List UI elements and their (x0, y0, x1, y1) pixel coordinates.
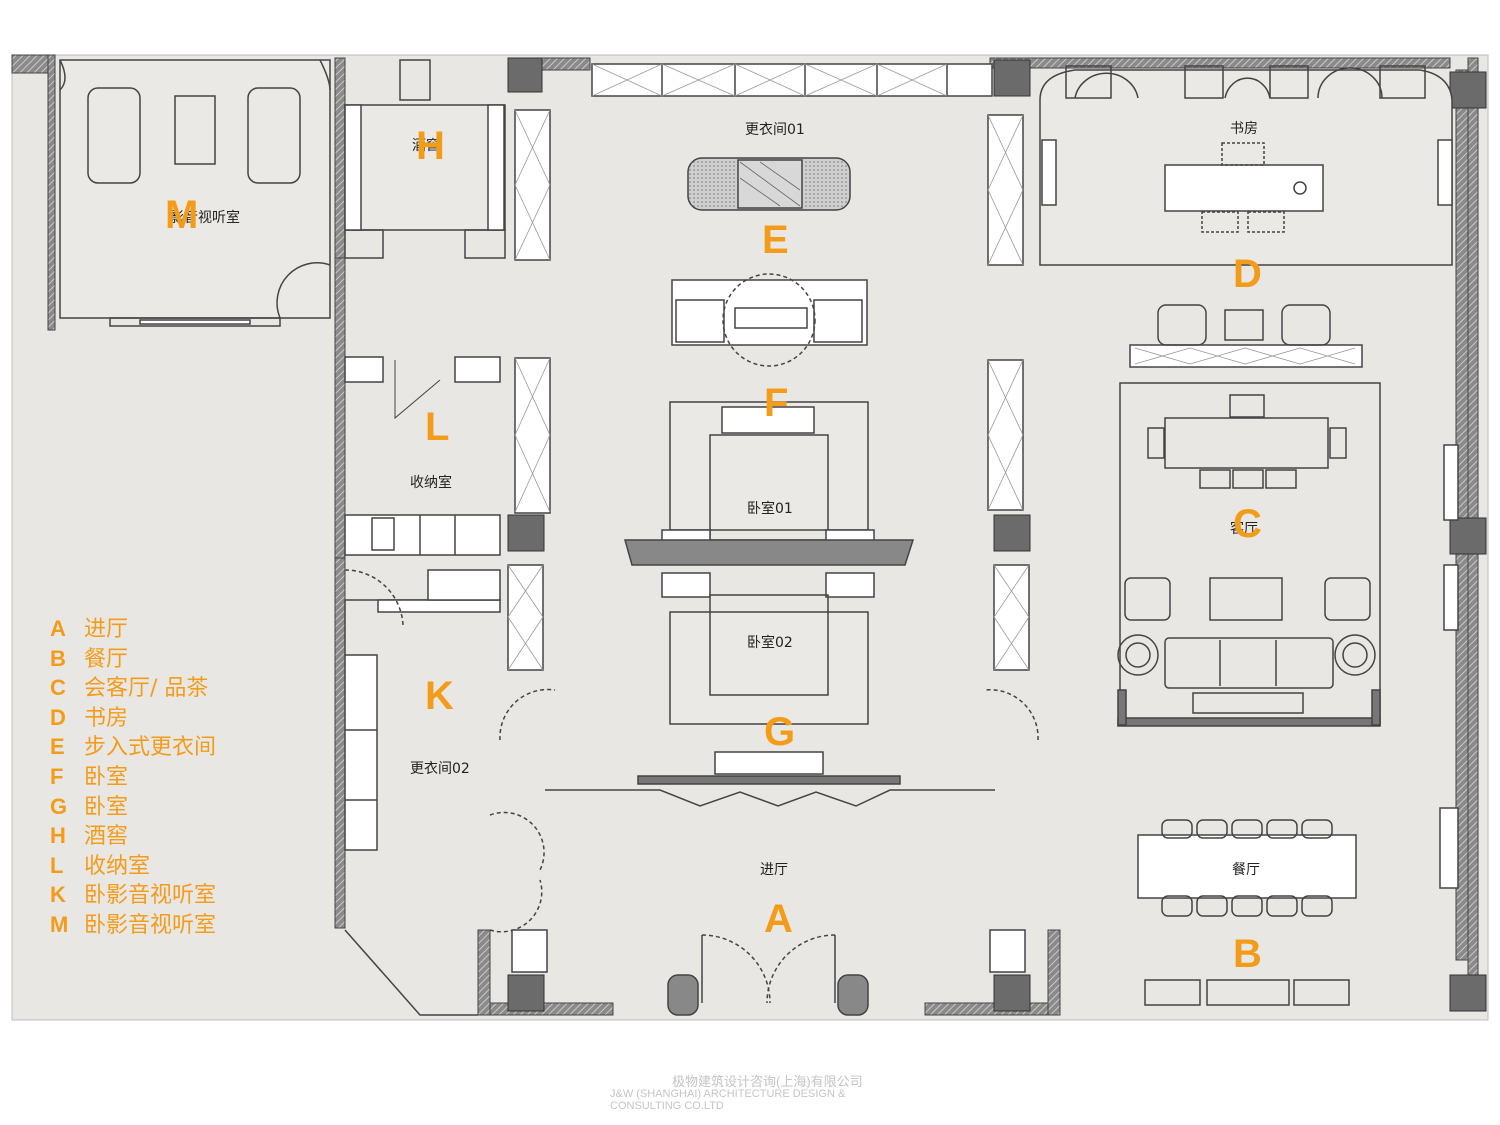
room-e-closet (514, 63, 1024, 367)
room-label-dressing02: 更衣间02 (410, 761, 470, 777)
legend-key: G (50, 793, 68, 819)
legend: A 进厅 B 餐厅 C 会客厅/ 品茶 D 书房 E 步入式更衣间 F 卧室 G 卧室 H 酒窖… (50, 614, 216, 940)
legend-key: B (50, 645, 66, 671)
zone-letter-f: F (764, 381, 788, 425)
company-name-cn: 极物建筑设计咨询(上海)有限公司 (672, 1074, 863, 1089)
zone-letter-a: A (764, 897, 793, 941)
legend-item: E 步入式更衣间 (50, 732, 216, 762)
zone-letter-l: L (425, 405, 449, 449)
legend-label: 书房 (84, 705, 129, 731)
legend-label: 会客厅/ 品茶 (84, 676, 209, 702)
legend-key: D (50, 704, 66, 730)
legend-item: L 收纳室 (50, 851, 216, 881)
zone-letter-h: H (416, 124, 445, 168)
zone-letters: H M E D F L C K G A B (165, 124, 1262, 976)
legend-key: E (50, 734, 65, 760)
room-b-dining (1137, 807, 1459, 1006)
zone-letter-e: E (762, 218, 789, 262)
room-label-storage: 收纳室 (410, 474, 452, 491)
legend-label: 卧影音视听室 (84, 883, 217, 909)
legend-item: K 卧影音视听室 (50, 880, 216, 910)
legend-label: 进厅 (84, 617, 129, 642)
legend-key: C (50, 675, 66, 701)
legend-item: D 书房 (50, 703, 216, 733)
legend-item: G 卧室 (50, 792, 216, 822)
legend-item: A 进厅 (50, 614, 216, 644)
zone-letter-m: M (165, 193, 198, 237)
room-c-living (1117, 304, 1459, 727)
legend-item: F 卧室 (50, 762, 216, 792)
legend-item: B 餐厅 (50, 644, 216, 674)
legend-item: M 卧影音视听室 (50, 910, 216, 940)
legend-key: H (50, 823, 66, 849)
zone-letter-c: C (1233, 502, 1262, 546)
room-label-bedroom01: 卧室01 (747, 500, 793, 517)
room-m-av (59, 59, 331, 327)
legend-item: C 会客厅/ 品茶 (50, 673, 216, 703)
room-label-dining: 餐厅 (1232, 862, 1260, 878)
company-name-en: J&W (SHANGHAI) ARCHITECTURE DESIGN & CON… (610, 1088, 846, 1112)
room-label-dressing01: 更衣间01 (745, 122, 805, 138)
legend-label: 卧室 (84, 764, 129, 790)
room-f-bedroom (624, 359, 1024, 566)
room-a-foyer (511, 929, 1026, 1016)
room-l-storage (344, 356, 551, 556)
legend-key: A (50, 616, 66, 641)
zone-letter-g: G (764, 710, 795, 754)
room-k-dressing (344, 569, 545, 1016)
room-h-wine (344, 59, 506, 259)
legend-label: 卧影音视听室 (84, 912, 217, 938)
legend-label: 酒窖 (84, 824, 129, 850)
room-labels: 更衣间01 书房 酒窖 影音视听室 收纳室 卧室01 卧室02 客厅 更衣间02… (170, 121, 1260, 878)
legend-label: 餐厅 (84, 646, 129, 672)
legend-label: 卧室 (84, 794, 129, 820)
zone-letter-k: K (425, 674, 454, 718)
room-label-wine: 酒窖 (412, 137, 440, 154)
legend-key: M (50, 911, 69, 937)
legend-label: 步入式更衣间 (84, 735, 217, 761)
room-label-bedroom02: 卧室02 (747, 634, 793, 651)
zone-letter-b: B (1233, 932, 1262, 976)
legend-key: L (50, 852, 64, 878)
room-g-bedroom (499, 564, 1039, 807)
room-label-foyer: 进厅 (760, 862, 788, 878)
room-label-study: 书房 (1230, 121, 1258, 137)
legend-key: K (50, 882, 66, 908)
legend-item: H 酒窖 (50, 821, 216, 851)
room-d-study (1039, 65, 1453, 266)
legend-label: 收纳室 (84, 853, 151, 879)
room-label-av: 影音视听室 (170, 209, 240, 226)
room-label-living: 客厅 (1230, 520, 1258, 537)
structural-columns (507, 57, 1487, 1012)
legend-key: F (50, 763, 64, 789)
zone-letter-d: D (1233, 252, 1262, 296)
